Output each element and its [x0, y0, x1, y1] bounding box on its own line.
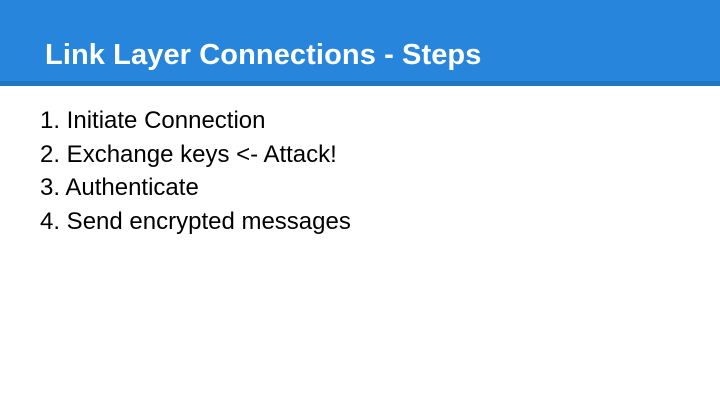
list-item: 4. Send encrypted messages: [40, 207, 351, 235]
list-item: 3. Authenticate: [40, 174, 199, 201]
list-item: 1. Initiate Connection: [40, 107, 266, 134]
list-item: 2. Exchange keys <- Attack!: [40, 140, 337, 168]
title-band: [0, 0, 720, 81]
title-band-accent-stripe: [0, 81, 720, 86]
slide-body-list: 1. Initiate Connection 2. Exchange keys …: [40, 104, 680, 238]
page-title: Link Layer Connections - Steps: [45, 39, 482, 71]
